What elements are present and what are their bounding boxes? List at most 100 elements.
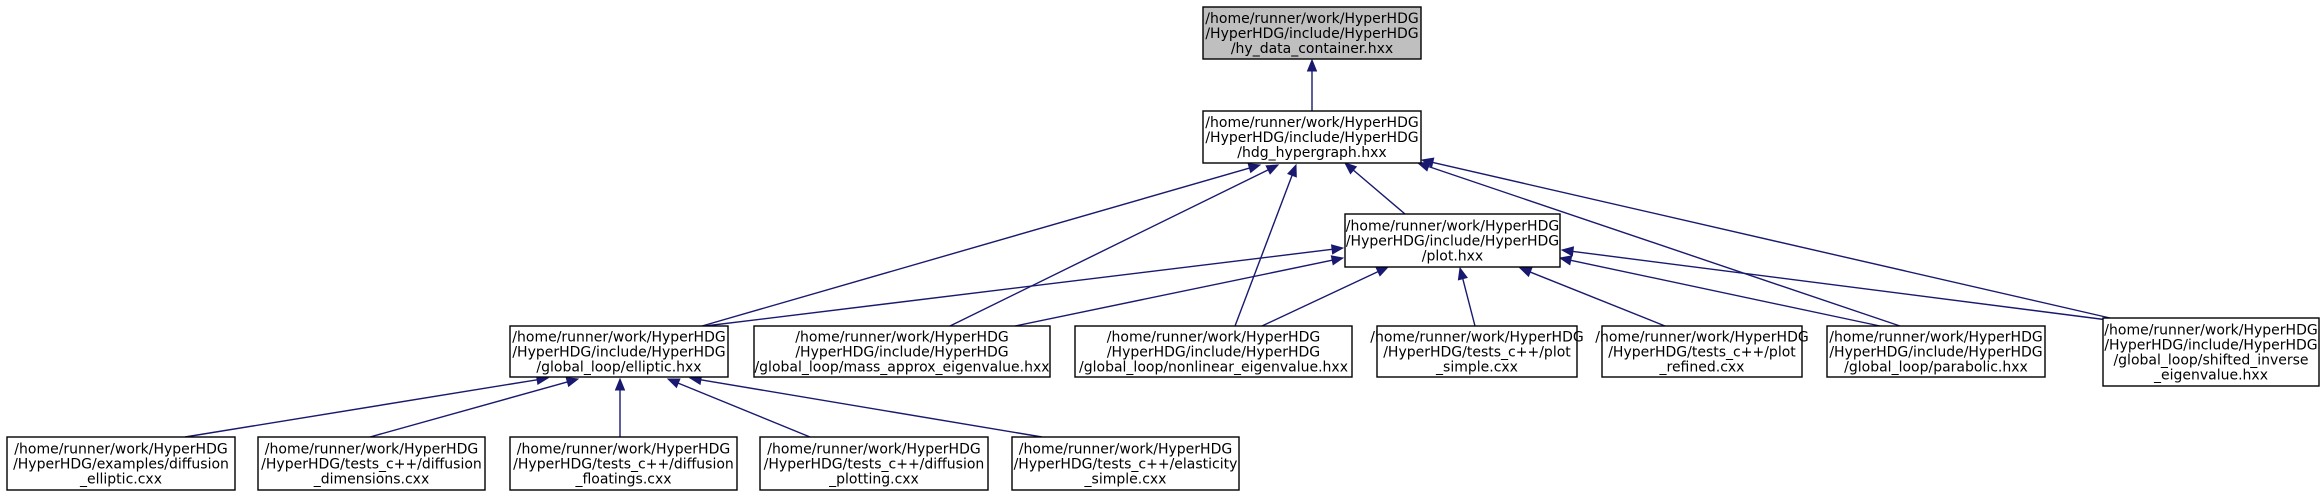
- node-label-line: /HyperHDG/include/HyperHDG: [1107, 345, 1320, 361]
- edge-ex_diff-to-elliptic: [184, 374, 550, 438]
- edge-line: [677, 382, 811, 438]
- node-box: [6, 436, 236, 491]
- node-label-line: /HyperHDG/tests_c++/elasticity: [1014, 457, 1238, 473]
- edge-diff_float-to-elliptic: [614, 377, 626, 437]
- arrowhead-icon: [1287, 163, 1297, 178]
- edge-diff_dim-to-elliptic: [369, 377, 580, 438]
- node-root[interactable]: /home/runner/work/HyperHDG/HyperHDG/incl…: [1202, 6, 1422, 60]
- edge-mass-to-plot: [1014, 255, 1345, 327]
- node-label-line: _simple.cxx: [1084, 472, 1167, 488]
- node-box: [1202, 110, 1422, 164]
- node-label-line: _plotting.cxx: [828, 472, 919, 488]
- node-label-line: _elliptic.cxx: [79, 472, 162, 488]
- node-label-line: /hy_data_container.hxx: [1231, 41, 1393, 57]
- node-mass[interactable]: /home/runner/work/HyperHDG/HyperHDG/incl…: [753, 325, 1051, 378]
- arrowhead-icon: [1420, 157, 1435, 168]
- node-parabolic[interactable]: /home/runner/work/HyperHDG/HyperHDG/incl…: [1826, 325, 2046, 378]
- node-label-line: _refined.cxx: [1659, 360, 1745, 376]
- node-label-line: /home/runner/work/HyperHDG: [14, 442, 227, 458]
- edge-line: [1572, 250, 2109, 321]
- arrowhead-icon: [1330, 244, 1345, 255]
- edge-line: [369, 381, 568, 438]
- node-label-line: /HyperHDG/include/HyperHDG: [1205, 130, 1418, 146]
- node-box: [1601, 325, 1803, 378]
- node-label-line: /home/runner/work/HyperHDG: [517, 442, 730, 458]
- edge-line: [1352, 169, 1406, 215]
- edge-line: [1432, 161, 2111, 319]
- node-shifted[interactable]: /home/runner/work/HyperHDG/HyperHDG/incl…: [2102, 317, 2320, 387]
- node-label-line: /home/runner/work/HyperHDG: [767, 442, 980, 458]
- node-label-line: /global_loop/parabolic.hxx: [1844, 360, 2028, 376]
- node-label-line: /home/runner/work/HyperHDG: [1370, 330, 1583, 346]
- node-label-line: /home/runner/work/HyperHDG: [795, 330, 1008, 346]
- arrowhead-icon: [1558, 255, 1573, 266]
- node-label-line: /HyperHDG/include/HyperHDG: [795, 345, 1008, 361]
- edge-nonlin-to-hdg: [1234, 163, 1297, 327]
- node-box: [509, 436, 738, 491]
- node-diff-dim[interactable]: /home/runner/work/HyperHDG/HyperHDG/test…: [257, 436, 486, 491]
- edge-line: [704, 248, 1333, 327]
- node-box: [759, 436, 989, 491]
- edge-line: [1428, 165, 1901, 327]
- node-label-line: /home/runner/work/HyperHDG: [1595, 330, 1808, 346]
- edge-hdg-to-root: [1306, 58, 1318, 111]
- arrowhead-icon: [614, 377, 626, 391]
- edge-parabolic-to-hdg: [1416, 161, 1901, 327]
- edge-diff_plot-to-elliptic: [666, 378, 811, 438]
- node-label-line: /HyperHDG/include/HyperHDG: [2104, 338, 2317, 354]
- node-box: [2102, 317, 2320, 387]
- node-plot-simple[interactable]: /home/runner/work/HyperHDG/HyperHDG/test…: [1370, 325, 1584, 378]
- node-label-line: _dimensions.cxx: [313, 472, 430, 488]
- arrowhead-icon: [1375, 266, 1390, 277]
- node-label-line: /global_loop/mass_approx_eigenvalue.hxx: [754, 360, 1049, 376]
- node-box: [1202, 6, 1422, 60]
- node-plot[interactable]: /home/runner/work/HyperHDG/HyperHDG/incl…: [1344, 213, 1561, 268]
- node-elliptic[interactable]: /home/runner/work/HyperHDG/HyperHDG/incl…: [509, 325, 729, 378]
- node-box: [509, 325, 729, 378]
- arrowhead-icon: [1265, 164, 1280, 175]
- node-label-line: _eigenvalue.hxx: [2153, 368, 2268, 384]
- node-label-line: /HyperHDG/include/HyperHDG: [1346, 234, 1559, 250]
- node-label-line: /home/runner/work/HyperHDG: [1205, 115, 1418, 131]
- node-diff-float[interactable]: /home/runner/work/HyperHDG/HyperHDG/test…: [509, 436, 738, 491]
- edge-plot_simple-to-plot: [1457, 266, 1476, 327]
- arrowhead-icon: [1416, 161, 1431, 172]
- node-hdg[interactable]: /home/runner/work/HyperHDG/HyperHDG/incl…: [1202, 110, 1422, 164]
- edge-elliptic-to-plot: [704, 244, 1345, 327]
- node-label-line: /HyperHDG/tests_c++/plot: [1608, 345, 1796, 361]
- node-label-line: /HyperHDG/tests_c++/diffusion: [764, 457, 985, 473]
- edge-elast-to-elliptic: [688, 374, 1043, 438]
- edge-shifted-to-plot: [1560, 246, 2109, 321]
- node-label-line: _floatings.cxx: [574, 472, 671, 488]
- node-label-line: /HyperHDG/tests_c++/diffusion: [513, 457, 734, 473]
- arrowhead-icon: [1306, 58, 1318, 72]
- node-label-line: /hdg_hypergraph.hxx: [1237, 145, 1386, 161]
- arrowhead-icon: [565, 377, 580, 388]
- node-diff-plot[interactable]: /home/runner/work/HyperHDG/HyperHDG/test…: [759, 436, 989, 491]
- edge-shifted-to-hdg: [1420, 157, 2111, 319]
- edge-line: [184, 379, 538, 438]
- node-label-line: /global_loop/shifted_inverse: [2113, 353, 2308, 369]
- node-plot-refined[interactable]: /home/runner/work/HyperHDG/HyperHDG/test…: [1595, 325, 1809, 378]
- node-label-line: /global_loop/elliptic.hxx: [536, 360, 701, 376]
- edge-mass-to-hdg: [949, 164, 1280, 327]
- arrowhead-icon: [666, 378, 681, 389]
- node-box: [1074, 325, 1353, 378]
- node-label-line: /HyperHDG/tests_c++/plot: [1383, 345, 1571, 361]
- node-label-line: /home/runner/work/HyperHDG: [1829, 330, 2042, 346]
- edge-plot_refined-to-plot: [1518, 267, 1666, 327]
- node-label-line: /home/runner/work/HyperHDG: [512, 330, 725, 346]
- node-box: [257, 436, 486, 491]
- edge-line: [1261, 271, 1379, 327]
- node-ex-diff[interactable]: /home/runner/work/HyperHDG/HyperHDG/exam…: [6, 436, 236, 491]
- edge-line: [701, 167, 1250, 327]
- node-elast[interactable]: /home/runner/work/HyperHDG/HyperHDG/test…: [1011, 436, 1240, 491]
- node-label-line: _simple.cxx: [1435, 360, 1518, 376]
- node-label-line: /home/runner/work/HyperHDG: [2104, 323, 2317, 339]
- arrowhead-icon: [1343, 162, 1358, 175]
- edge-line: [1570, 259, 1881, 327]
- edge-line: [1462, 278, 1476, 327]
- node-nonlin[interactable]: /home/runner/work/HyperHDG/HyperHDG/incl…: [1074, 325, 1353, 378]
- edge-parabolic-to-plot: [1558, 255, 1881, 327]
